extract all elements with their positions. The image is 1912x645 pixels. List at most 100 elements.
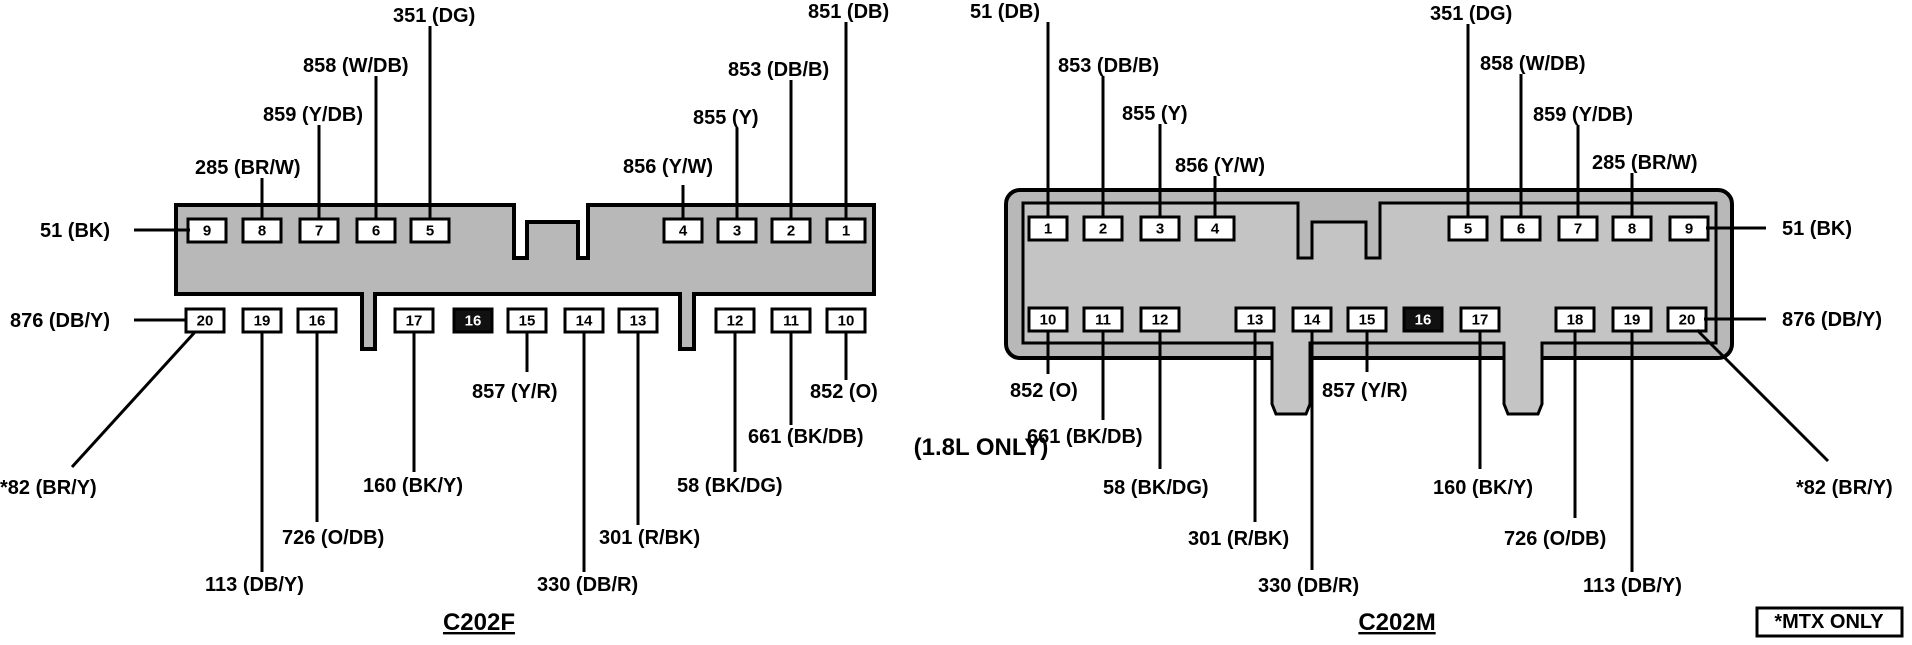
c202m-pin-box [1082, 215, 1124, 242]
c202m-wire-label: *82 (BR/Y) [1796, 477, 1893, 499]
c202m-wire-6: 858 (W/DB) [1480, 53, 1586, 216]
c202f-pin-number: 4 [679, 223, 688, 240]
c202m-wire-label: 857 (Y/R) [1322, 380, 1408, 402]
c202m-wire-label: 853 (DB/B) [1058, 55, 1159, 77]
c202m-pin-number: 18 [1567, 312, 1584, 329]
c202m-wire-20a: 876 (DB/Y) [1704, 309, 1882, 331]
c202f-wire-3: 855 (Y) [693, 107, 759, 218]
c202m-pin-number: 11 [1095, 312, 1111, 329]
c202f-pin-19: 19 [241, 307, 283, 334]
c202f-wire-label: 858 (W/DB) [303, 55, 409, 77]
c202f-wire-label: *82 (BR/Y) [0, 477, 97, 499]
c202f-pin-18: 16 [296, 307, 338, 334]
c202m-wire-label: 876 (DB/Y) [1782, 309, 1882, 331]
c202m-pin-box [1194, 215, 1236, 242]
c202f-pin-number: 10 [838, 313, 855, 330]
c202f-pin-3: 3 [716, 217, 758, 244]
c202f-pin-number: 12 [727, 313, 744, 330]
c202f-wire-8: 285 (BR/W) [195, 157, 301, 218]
c202m-wire-14: 330 (DB/R) [1258, 331, 1359, 597]
c202f-pin-box [409, 217, 451, 244]
c202f-pin-box [241, 217, 283, 244]
c202m-pin-number: 6 [1517, 221, 1525, 238]
c202m-pin-9: 9 [1668, 215, 1710, 242]
c202m-pin-box [1500, 215, 1542, 242]
c202f-wire-14: 330 (DB/R) [537, 332, 638, 596]
c202m-pin-number: 1 [1044, 221, 1052, 238]
c202m-wire-7: 859 (Y/DB) [1533, 104, 1633, 216]
c202m-wire-9: 51 (BK) [1706, 218, 1852, 240]
c202m-wire-5: 351 (DG) [1430, 3, 1512, 216]
c202m-wire-label: 661 (BK/DB) [1027, 426, 1143, 448]
c202m-pin-number: 7 [1574, 221, 1582, 238]
c202m-wire-1: 51 (DB) [970, 1, 1050, 216]
engine-note: (1.8L ONLY) [914, 434, 1049, 461]
c202m-pin-6: 6 [1500, 215, 1542, 242]
c202m-pin-number: 14 [1304, 312, 1321, 329]
c202m-wire-label: 160 (BK/Y) [1433, 477, 1533, 499]
c202f-pin-1: 1 [825, 217, 867, 244]
c202f-wire-label: 857 (Y/R) [472, 381, 558, 403]
c202f-wire-1: 851 (DB) [808, 1, 889, 218]
c202m-pin-14: 14 [1291, 306, 1333, 333]
c202f-wire-label: 160 (BK/Y) [363, 475, 463, 497]
c202f-pin-number: 3 [733, 223, 741, 240]
c202f-wire-label: 301 (R/BK) [599, 527, 700, 549]
c202f-pin-number: 11 [783, 313, 799, 330]
c202m-pin-13: 13 [1234, 306, 1276, 333]
c202m-wire-2: 853 (DB/B) [1058, 55, 1159, 216]
c202m-wire-label: 113 (DB/Y) [1583, 575, 1682, 597]
c202m-pin-12: 12 [1139, 306, 1181, 333]
c202f-pin-13: 13 [617, 307, 659, 334]
c202m-wire-12: 58 (BK/DG) [1103, 331, 1209, 499]
c202m-pin-box [1139, 215, 1181, 242]
c202m-wire-18: 726 (O/DB) [1504, 331, 1606, 550]
c202f-pin-9: 9 [186, 217, 228, 244]
c202f-pin-number: 20 [197, 313, 214, 330]
c202f-pin-7: 7 [298, 217, 340, 244]
c202f-wire-label: 876 (DB/Y) [10, 310, 110, 332]
c202f-pin-15: 15 [506, 307, 548, 334]
c202f-pin-8: 8 [241, 217, 283, 244]
c202m-pin-19: 19 [1611, 306, 1653, 333]
c202f-pin-number: 13 [630, 313, 647, 330]
c202m-wire-3: 855 (Y) [1122, 103, 1188, 216]
c202f-pin-box [825, 217, 867, 244]
c202m-pin-number: 13 [1247, 312, 1264, 329]
c202m-pin-number: 5 [1464, 221, 1472, 238]
c202m-pin-number: 17 [1472, 312, 1489, 329]
c202f-wire-9: 51 (BK) [40, 220, 190, 242]
c202f-wire-19: 113 (DB/Y) [205, 332, 304, 596]
c202f-wire-label: 853 (DB/B) [728, 59, 829, 81]
c202f-wire-label: 856 (Y/W) [623, 156, 713, 178]
c202f-pin-number: 5 [426, 223, 434, 240]
c202f-wire-line [70, 330, 197, 469]
c202f-pin-number: 9 [203, 223, 211, 240]
c202f-pin-number: 17 [406, 313, 423, 330]
c202m-pin-17: 17 [1459, 306, 1501, 333]
c202m-pin-number: 12 [1152, 312, 1169, 329]
c202f-wire-label: 51 (BK) [40, 220, 110, 242]
c202m-pin-number: 4 [1211, 221, 1220, 238]
c202f-pin-10: 10 [825, 307, 867, 334]
c202m-pin-box [1611, 215, 1653, 242]
c202m-pin-box [1447, 215, 1489, 242]
c202f-pin-11: 11 [770, 307, 812, 334]
c202f-pin-number: 2 [787, 223, 795, 240]
c202f-wire-20a: 876 (DB/Y) [10, 310, 187, 332]
c202f-wire-18: 726 (O/DB) [282, 332, 384, 549]
c202f-wire-label: 851 (DB) [808, 1, 889, 23]
c202m-pin-3: 3 [1139, 215, 1181, 242]
c202f-pin-box [298, 217, 340, 244]
c202m-pin-number: 16 [1415, 312, 1432, 329]
c202f-wire-17: 160 (BK/Y) [363, 332, 463, 497]
c202m-wire-label: 351 (DG) [1430, 3, 1512, 25]
c202f-wire-12: 58 (BK/DG) [677, 332, 783, 497]
c202m-wire-layer: 51 (DB)853 (DB/B)855 (Y)856 (Y/W)351 (DG… [970, 1, 1893, 597]
c202f-pin-box [662, 217, 704, 244]
c202f-pin-number: 15 [519, 313, 536, 330]
